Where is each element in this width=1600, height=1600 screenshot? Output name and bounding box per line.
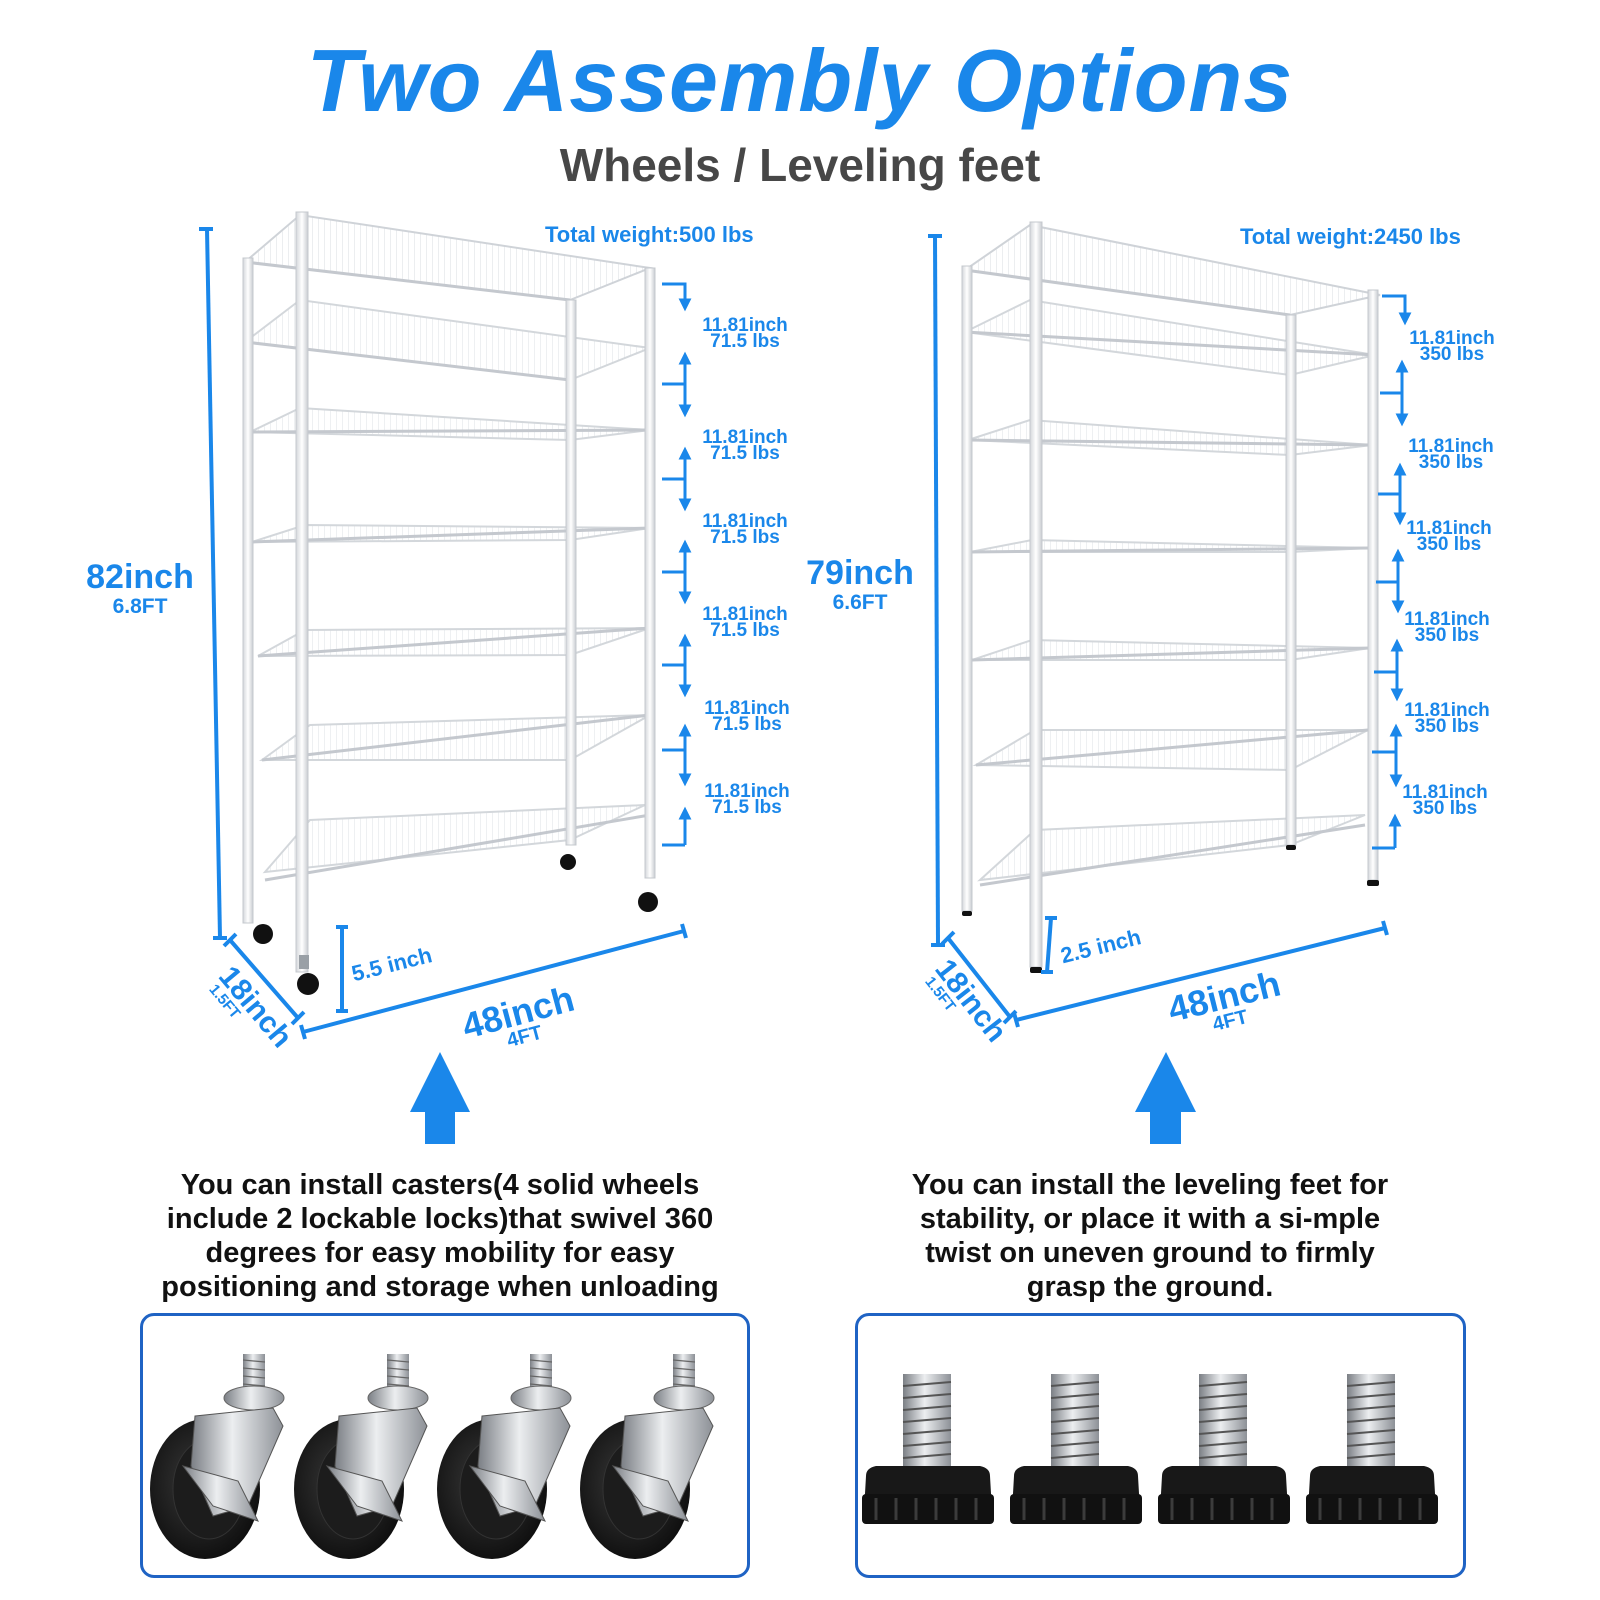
left-total-weight: Total weight:500 lbs xyxy=(545,222,754,247)
left-shelving-unit xyxy=(242,211,658,995)
rack-caster-icon xyxy=(253,854,658,995)
right-description: You can install the leveling feet for st… xyxy=(911,1169,1389,1303)
casters-panel xyxy=(140,1313,750,1578)
left-height-ft: 6.8FT xyxy=(112,595,168,618)
right-shelf-spacing-arrows xyxy=(1372,294,1412,850)
right-total-weight: Total weight:2450 lbs xyxy=(1240,224,1461,249)
right-height-dimension: 79inch 6.6FT xyxy=(795,556,925,613)
up-arrow-icon-right xyxy=(1135,1052,1196,1144)
page-title: Two Assembly Options xyxy=(306,31,1294,130)
caster-wheel-icon xyxy=(150,1354,285,1559)
left-description: You can install casters(4 solid wheels i… xyxy=(161,1169,719,1303)
left-shelf-spacing-arrows xyxy=(662,282,692,847)
left-dimension-lines xyxy=(199,227,688,1040)
right-shelving-unit xyxy=(961,221,1381,973)
leveling-foot-icon xyxy=(862,1374,994,1524)
page-subtitle: Wheels / Leveling feet xyxy=(559,139,1041,191)
left-height-dimension: 82inch 6.8FT xyxy=(70,560,210,617)
right-height-inch: 79inch xyxy=(806,554,914,592)
up-arrow-icon-left xyxy=(410,1052,470,1144)
rack-leveling-feet-icon xyxy=(962,845,1379,973)
leveling-feet-panel xyxy=(855,1313,1466,1578)
left-height-inch: 82inch xyxy=(86,558,194,596)
right-height-ft: 6.6FT xyxy=(832,591,888,614)
right-dimension-lines xyxy=(928,234,1389,1028)
